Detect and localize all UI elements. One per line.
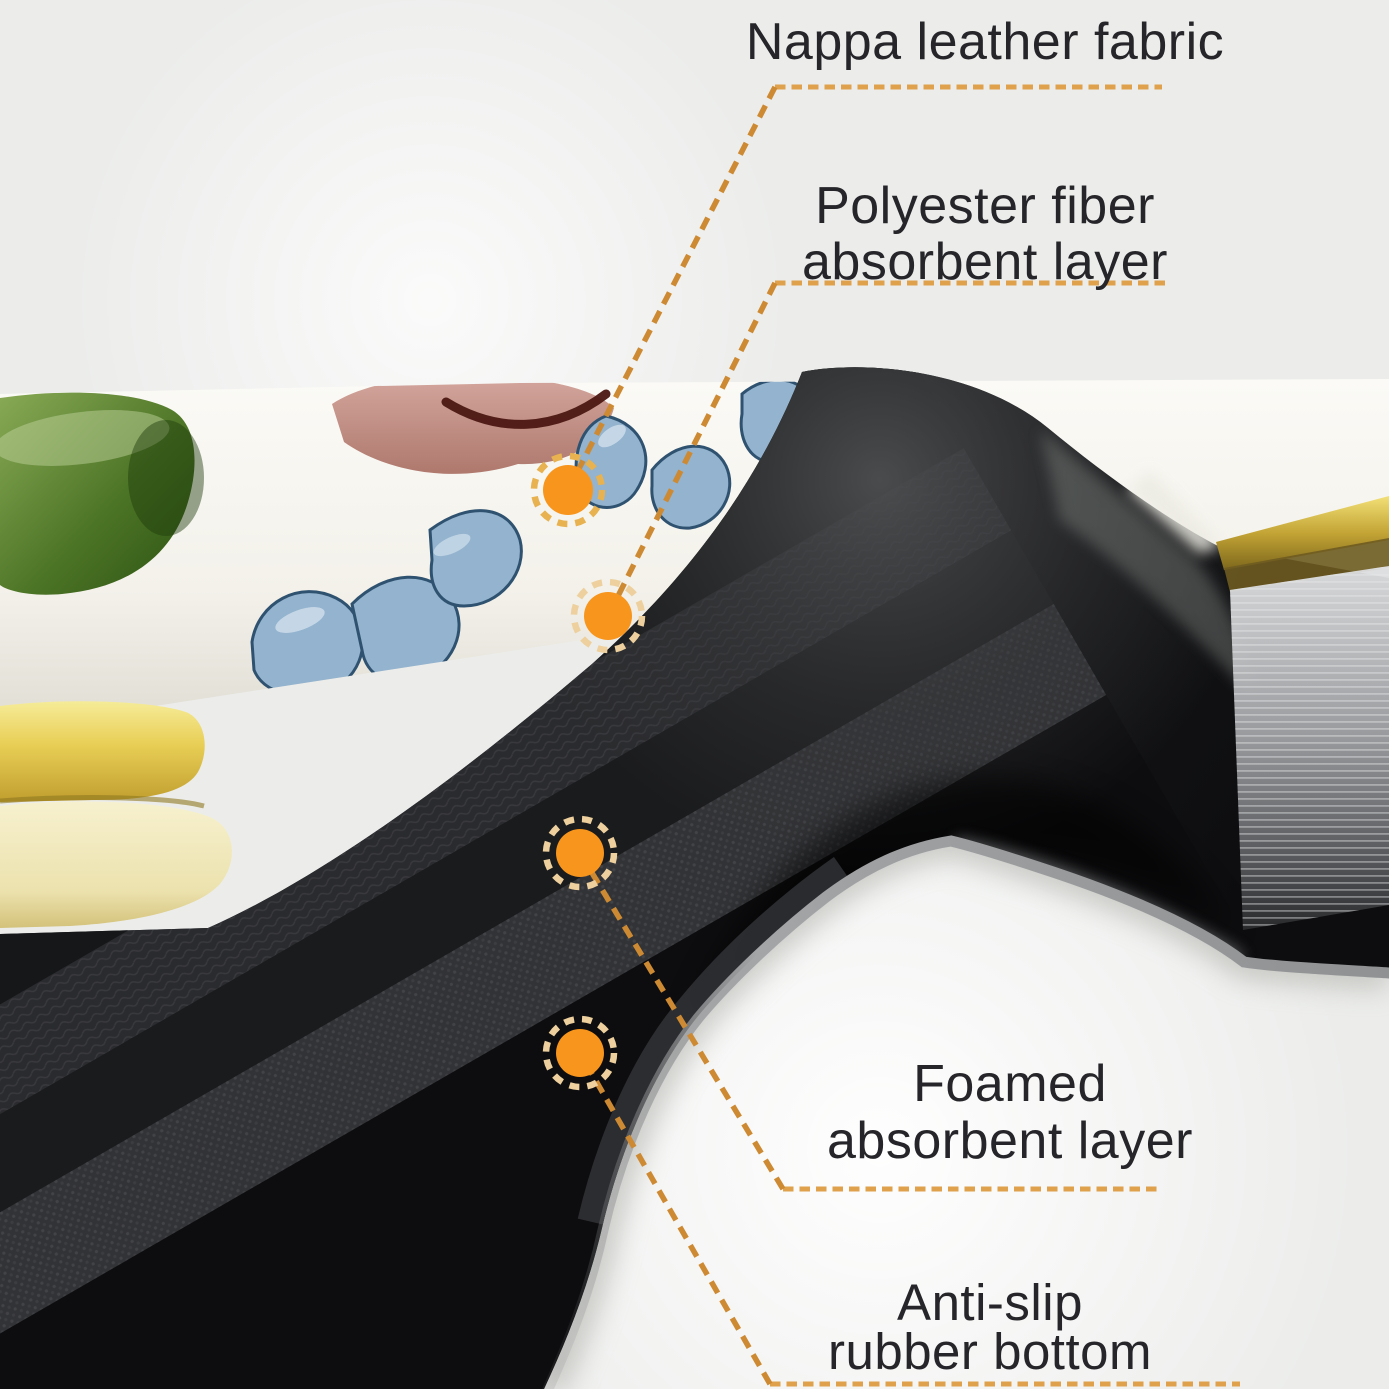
callout-label-polyester-fiber: Polyester fiber absorbent layer	[660, 178, 1310, 290]
callout-label-nappa-leather: Nappa leather fabric	[660, 14, 1310, 70]
callout-label-line: Nappa leather fabric	[745, 13, 1225, 71]
print-blue-letters	[250, 379, 818, 698]
print-rose-shape	[332, 379, 614, 474]
callout-label-line: absorbent layer	[827, 1112, 1193, 1170]
callout-label-anti-slip: Anti-slip rubber bottom	[665, 1274, 1315, 1380]
callout-label-line: Polyester fiber	[815, 177, 1155, 235]
marker-polyester-fiber-dot	[570, 578, 646, 654]
leader-foamed-layer	[577, 851, 1162, 1192]
leader-anti-slip	[577, 1051, 1240, 1387]
callout-label-line: Anti-slip	[897, 1274, 1083, 1331]
callout-label-line: Foamed	[913, 1055, 1107, 1113]
callout-label-line: rubber bottom	[827, 1323, 1152, 1380]
leader-nappa-leather	[565, 84, 1162, 492]
marker-foamed-layer-dot	[542, 815, 618, 891]
print-green-shape	[0, 392, 204, 595]
gold-underside	[1224, 538, 1389, 592]
callout-label-line: absorbent layer	[802, 233, 1168, 291]
white-sliver	[1128, 470, 1222, 554]
marker-nappa-leather-dot	[530, 452, 606, 528]
side-streak-lines	[1230, 566, 1389, 930]
callout-label-foamed-layer: Foamed absorbent layer	[685, 1056, 1335, 1170]
arch-inner-shadow	[690, 777, 1235, 1020]
leader-polyester-fiber	[605, 280, 1168, 618]
marker-anti-slip-dot	[542, 1015, 618, 1091]
right-edge	[1128, 470, 1389, 930]
gold-piping-left	[0, 701, 232, 928]
arch-gray-sheen	[1040, 430, 1255, 700]
rubber-bottom-rim	[542, 835, 1389, 1389]
gold-piping-right	[1216, 496, 1389, 570]
